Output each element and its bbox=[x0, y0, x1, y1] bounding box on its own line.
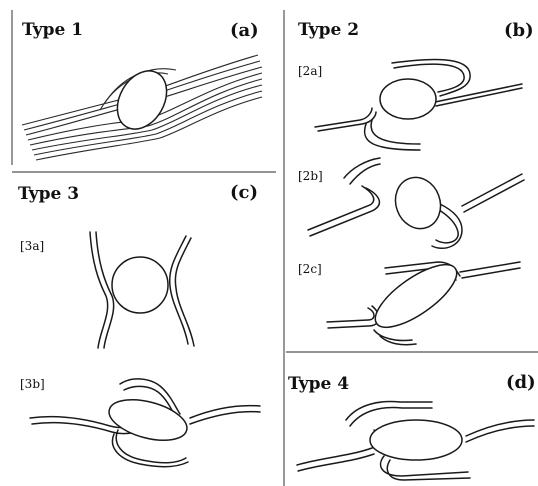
type4-label: Type 4 bbox=[288, 376, 349, 393]
panel-a-label: (a) bbox=[230, 22, 259, 40]
panel-c-3b-diagram bbox=[30, 379, 260, 467]
panel-b-2b-diagram bbox=[308, 158, 524, 248]
panel-c-3a-diagram bbox=[90, 232, 194, 348]
subpanel-2c-label: [2c] bbox=[298, 263, 322, 275]
subpanel-3a-label: [3a] bbox=[20, 240, 44, 252]
panel-b-2a-diagram bbox=[315, 60, 522, 150]
type2-label: Type 2 bbox=[298, 22, 359, 39]
panel-d-diagram bbox=[297, 402, 534, 480]
type3b-inclusion bbox=[105, 392, 192, 447]
type1-label: Type 1 bbox=[22, 22, 83, 39]
panel-b-2c-diagram bbox=[327, 254, 520, 345]
panel-a-diagram bbox=[22, 55, 262, 160]
type2b-inclusion bbox=[388, 171, 447, 235]
type2c-inclusion bbox=[366, 254, 465, 339]
subpanel-3b-label: [3b] bbox=[20, 378, 45, 390]
type4-inclusion bbox=[370, 420, 462, 460]
subpanel-2a-label: [2a] bbox=[298, 65, 322, 77]
panel-d-label: (d) bbox=[506, 374, 536, 392]
type2a-inclusion bbox=[380, 79, 436, 119]
subpanel-2b-label: [2b] bbox=[298, 170, 323, 182]
type3a-inclusion bbox=[112, 257, 168, 313]
type3-label: Type 3 bbox=[18, 186, 79, 203]
panel-b-label: (b) bbox=[504, 22, 534, 40]
panel-c-label: (c) bbox=[230, 184, 258, 202]
